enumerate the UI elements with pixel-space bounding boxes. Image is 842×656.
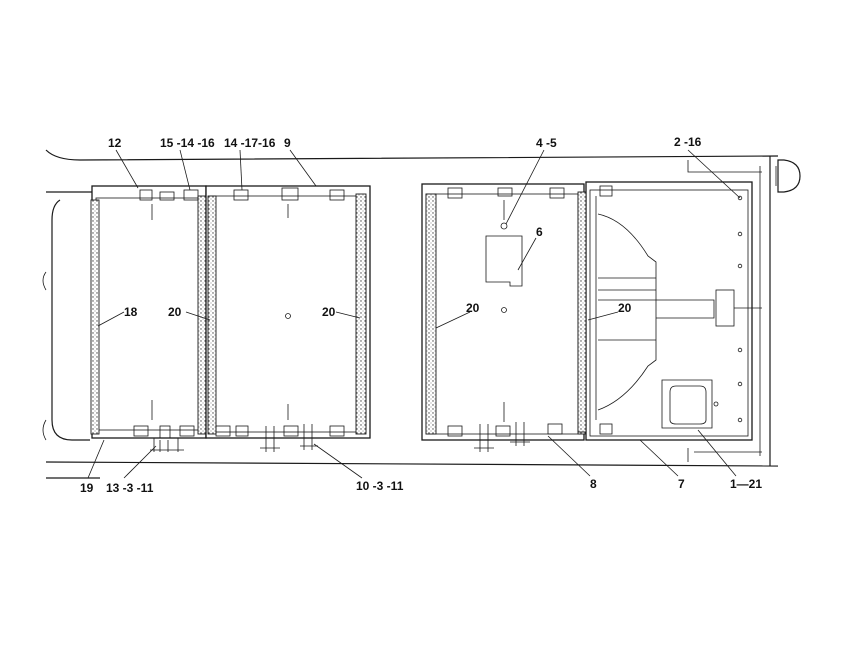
- callout-12: 12: [108, 136, 122, 150]
- callout-14-17-16: 14 -17-16: [224, 136, 276, 150]
- callout-10-3-11: 10 -3 -11: [356, 479, 404, 493]
- callout-18: 18: [124, 305, 138, 319]
- callout-20-panel-2: 20: [322, 305, 336, 319]
- floor-panel-2: [205, 185, 371, 452]
- callout-8: 8: [590, 477, 597, 491]
- callout-7: 7: [678, 477, 685, 491]
- floor-panel-4: [577, 181, 762, 441]
- callout-15-14-16: 15 -14 -16: [160, 136, 215, 150]
- leader-lines: [87, 149, 741, 479]
- callout-2-16: 2 -16: [674, 135, 702, 149]
- callout-20-panel-1: 20: [168, 305, 182, 319]
- callout-13-3-11: 13 -3 -11: [106, 481, 154, 495]
- hitch-knob: [775, 159, 801, 193]
- chassis-outline: [42, 149, 779, 479]
- floor-panel-1: [90, 185, 207, 452]
- callout-9: 9: [284, 136, 291, 150]
- callout-19: 19: [80, 481, 94, 495]
- callout-labels: 12 15 -14 -16 14 -17-16 9 4 -5 2 -16 6 1…: [80, 135, 762, 495]
- floor-panel-3: [421, 183, 587, 452]
- callout-6: 6: [536, 225, 543, 239]
- callout-1-21: 1—21: [730, 477, 762, 491]
- callout-20-panel-3: 20: [466, 301, 480, 315]
- callout-20-panel-4: 20: [618, 301, 632, 315]
- callout-4-5: 4 -5: [536, 136, 557, 150]
